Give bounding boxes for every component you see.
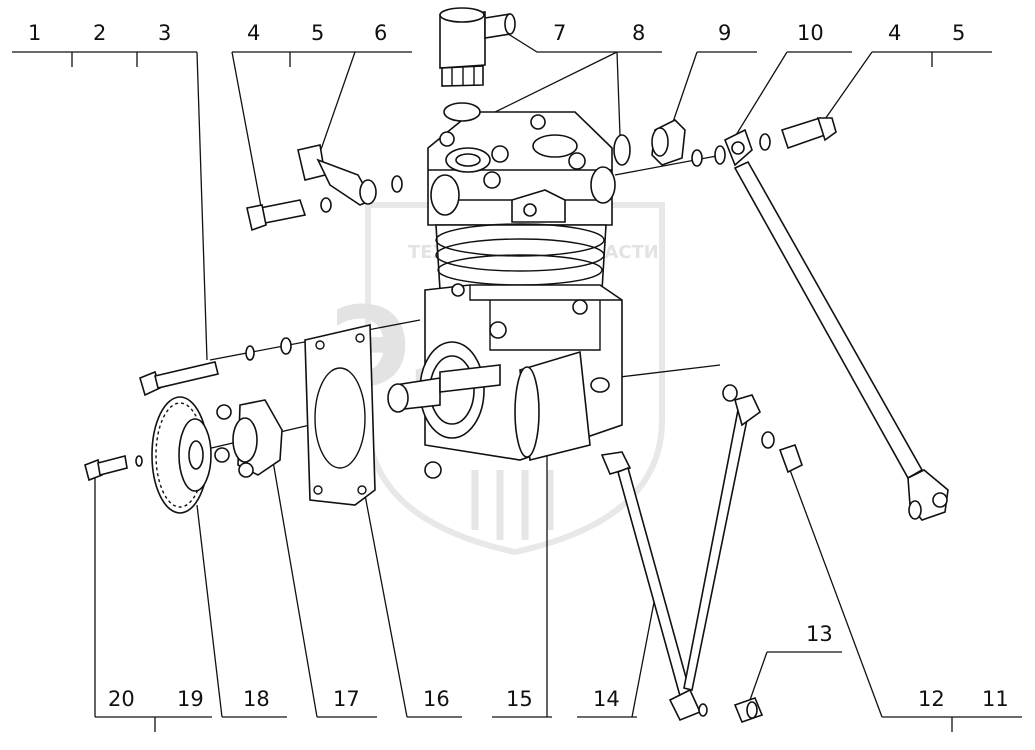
part-12-fitting [778,443,803,474]
callout-13: 13 [806,622,833,646]
part-15-side-cover [514,350,610,461]
callout-1: 1 [28,21,41,45]
part-6-banjo-fitting [297,144,403,206]
callout-2: 2 [93,21,106,45]
callout-14: 14 [593,687,620,711]
callout-12: 12 [918,687,945,711]
part-16-gasket [304,324,376,506]
part-8-oring [443,102,481,122]
callout-3: 3 [158,21,171,45]
part-1-bolt [139,337,292,397]
callout-4-right: 4 [888,21,901,45]
part-4-banjo-bolt-left [246,197,332,232]
part-7-valve [439,7,516,122]
callout-18: 18 [243,687,270,711]
callout-19: 19 [177,687,204,711]
part-14-pipe [600,384,775,722]
part-8-washer [613,134,631,166]
callout-11: 11 [982,687,1009,711]
part-4-5-banjo-bolt-right [780,116,837,150]
leader-lines [12,31,1022,732]
callout-5: 5 [311,21,324,45]
callout-5-right: 5 [952,21,965,45]
callout-8: 8 [632,21,645,45]
callout-numbers: 1 2 3 4 5 6 7 8 9 10 4 5 20 19 18 17 16 … [28,21,1009,711]
callout-4: 4 [247,21,260,45]
part-10-pipe-assembly [714,128,949,521]
part-13-fitting [733,696,764,724]
callout-16: 16 [423,687,450,711]
callout-17: 17 [333,687,360,711]
part-18-gear [151,396,212,514]
callout-10: 10 [797,21,824,45]
callout-15: 15 [506,687,533,711]
part-17-hub [214,399,283,478]
callout-7: 7 [553,21,566,45]
callout-20: 20 [108,687,135,711]
callout-6: 6 [374,21,387,45]
callout-9: 9 [718,21,731,45]
part-9-nut [613,119,703,167]
part-19-washer [135,455,143,467]
part-20-bolt [84,455,143,482]
